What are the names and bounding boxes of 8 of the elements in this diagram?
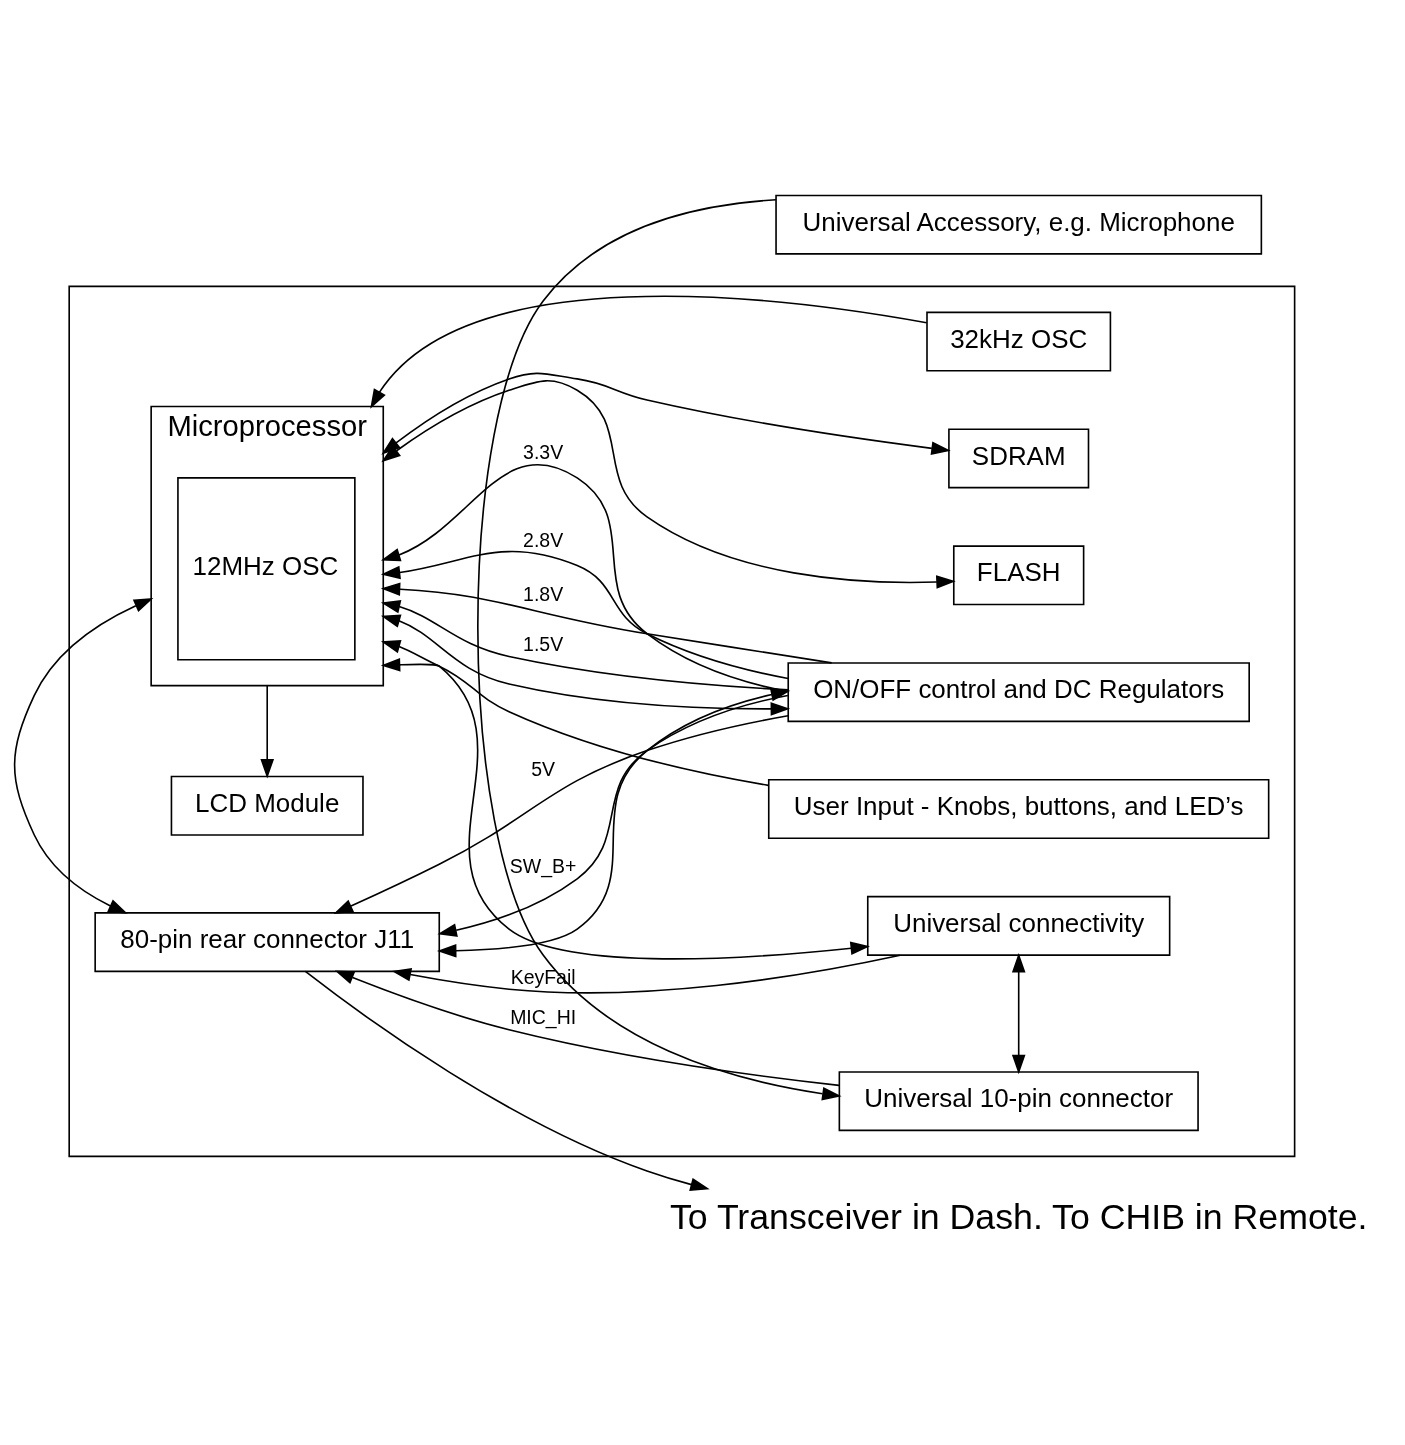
edge-label: MIC_HI (510, 1005, 577, 1028)
edge-label: 5V (531, 757, 556, 780)
edge-label: 3.3V (523, 440, 564, 463)
edge-label: 1.5V (523, 632, 564, 655)
edge-label: 2.8V (523, 528, 564, 551)
edge-label: SW_B+ (509, 854, 577, 877)
node-text: To Transceiver in Dash. To CHIB in Remote. (669, 1196, 1368, 1237)
edge-label: 1.8V (523, 582, 564, 605)
